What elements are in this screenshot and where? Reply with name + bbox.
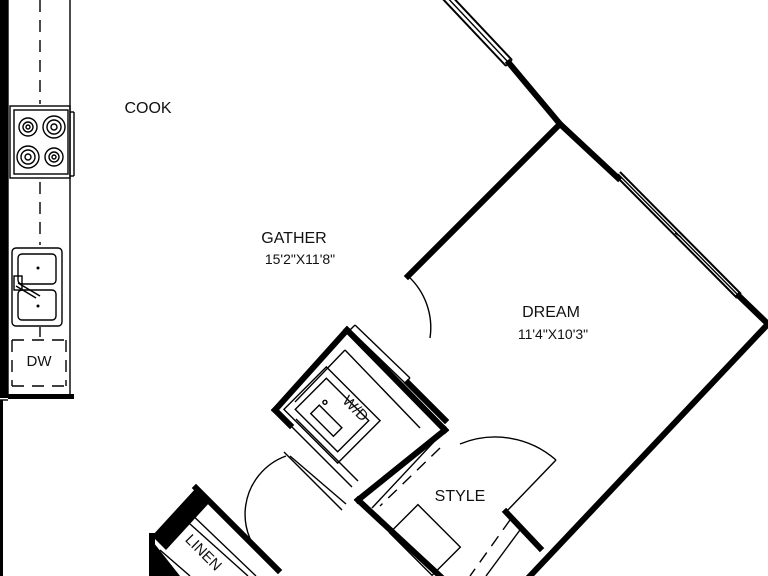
kitchen-counter	[0, 0, 75, 576]
dishwasher-label: DW	[27, 353, 53, 370]
laundry-closet: W/D	[270, 325, 450, 511]
room-label-gather: GATHER	[261, 230, 326, 247]
kitchen-sink	[11, 247, 63, 327]
entry-door-swing	[244, 455, 287, 565]
exterior-window-wall	[442, 0, 768, 576]
cooktop	[9, 105, 71, 179]
exterior-wall-left	[0, 0, 8, 398]
linen-label: LINEN	[182, 531, 225, 574]
dishwasher: DW	[11, 339, 67, 387]
linen-closet: LINEN	[149, 483, 283, 576]
washer-dryer-label: W/D	[339, 392, 372, 425]
counter-end-wall	[8, 394, 74, 399]
bedroom-partition	[349, 121, 563, 425]
washer-dryer	[282, 365, 382, 465]
room-label-dream: DREAM	[522, 304, 580, 321]
room-label-cook: COOK	[124, 100, 171, 117]
room-dimensions-gather: 15'2"X11'8"	[265, 251, 335, 267]
room-label-style: STYLE	[435, 488, 486, 505]
room-dimensions-dream: 11'4"X10'3"	[518, 326, 588, 342]
bathroom	[353, 429, 557, 576]
